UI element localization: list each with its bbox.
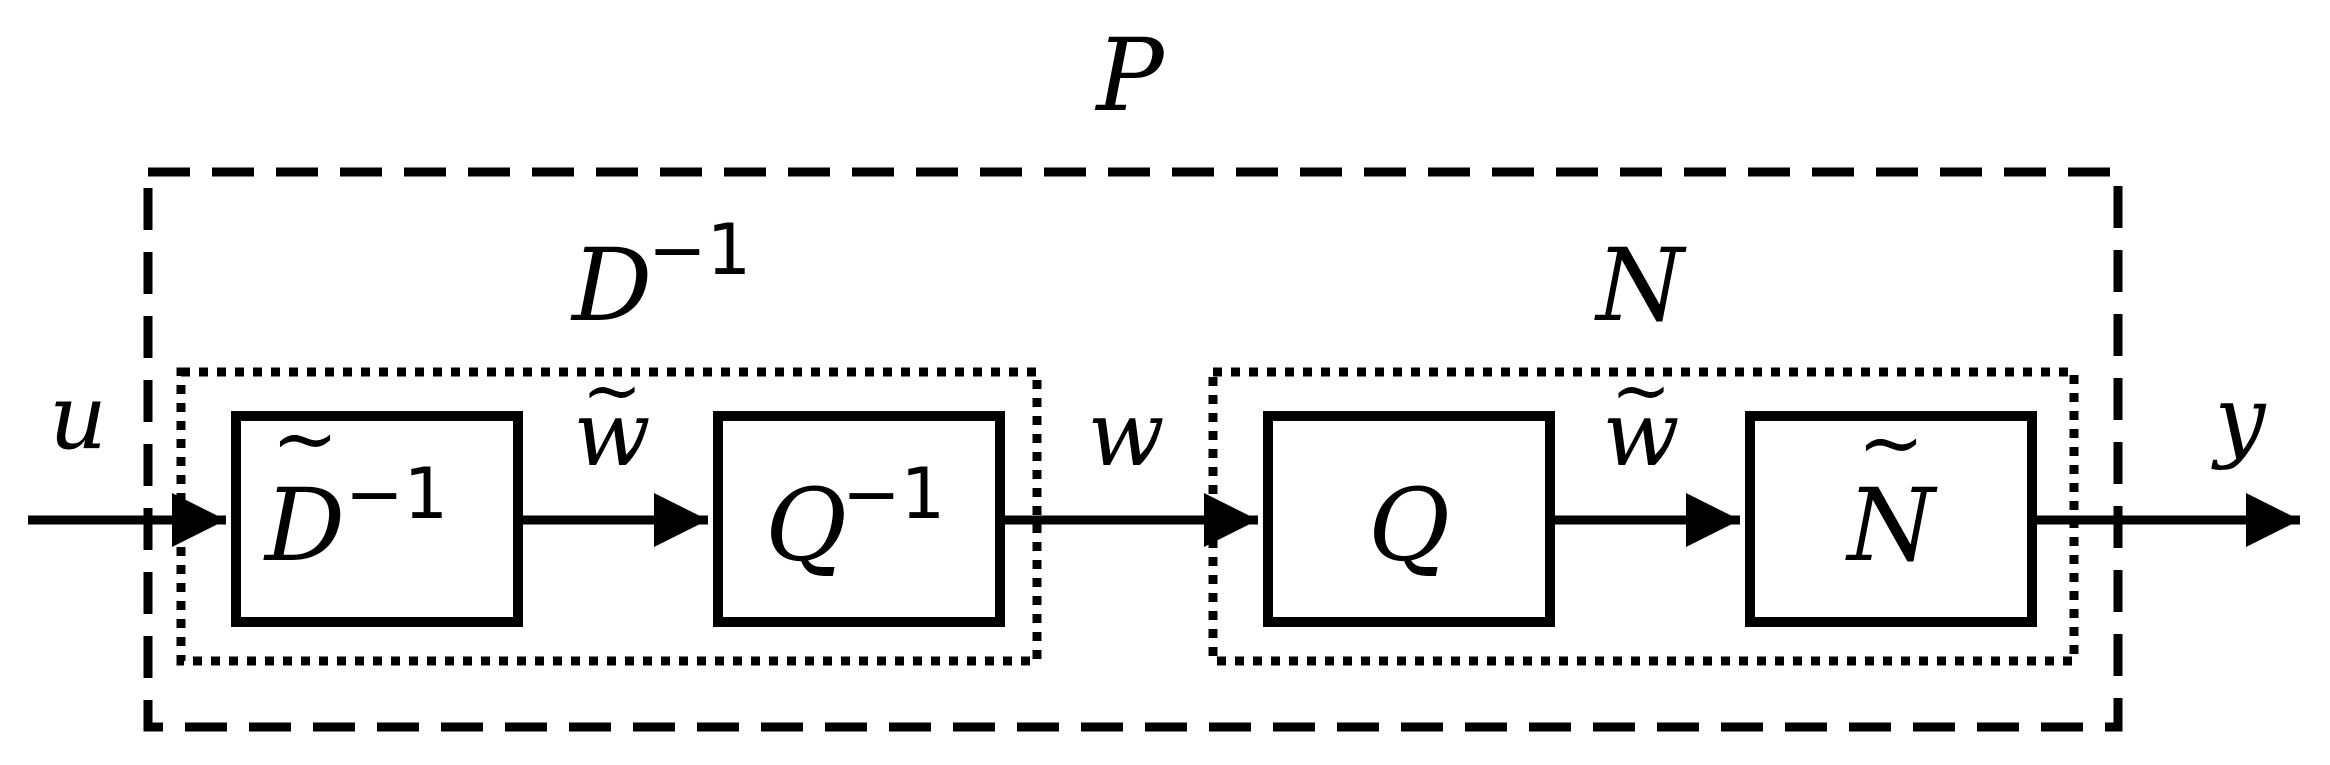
block-label-d-tilde-tilde: ~ xyxy=(271,392,338,485)
block-label-n-tilde-tilde: ~ xyxy=(1857,396,1924,489)
block-label-q: Q xyxy=(1368,467,1450,584)
signal-label-w-tilde-1-tilde: ~ xyxy=(582,348,642,432)
label-d-inverse-sup: −1 xyxy=(648,209,751,291)
block-label-d-tilde-base: D xyxy=(263,467,345,584)
block-label-q-inverse-base: Q xyxy=(765,467,847,584)
outer-boundary-p xyxy=(143,167,2123,732)
block-label-n-tilde-base: N xyxy=(1845,467,1938,584)
block-label-d-tilde-sup: −1 xyxy=(345,453,448,535)
signal-label-w-tilde-2-tilde: ~ xyxy=(1611,348,1671,432)
signal-label-w-tilde-1-base: w xyxy=(573,382,650,487)
signal-label-w: w xyxy=(1087,382,1164,487)
block-label-q-inverse-sup: −1 xyxy=(842,453,945,535)
label-n: N xyxy=(1594,227,1687,344)
label-d-inverse-base: D xyxy=(570,227,652,344)
label-p: P xyxy=(1094,17,1165,134)
signal-label-y: y xyxy=(2211,367,2267,472)
label-d-inverse: D xyxy=(570,227,652,344)
signal-label-w-tilde-2-base: w xyxy=(1602,382,1679,487)
signal-label-u: u xyxy=(49,365,107,470)
